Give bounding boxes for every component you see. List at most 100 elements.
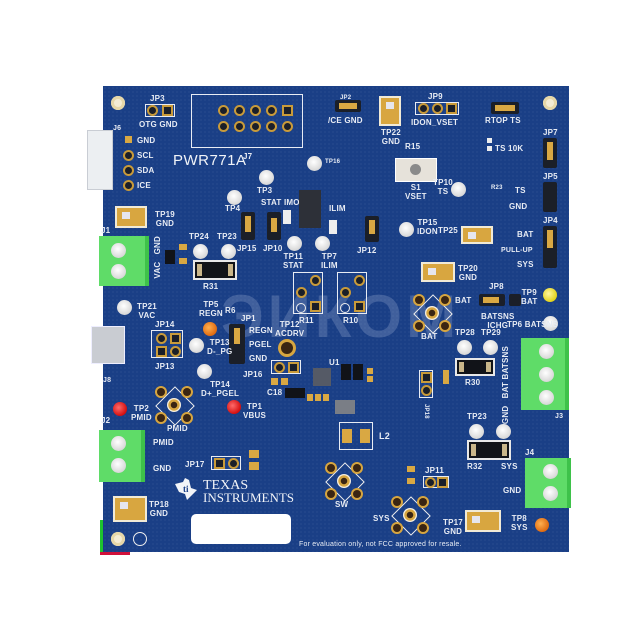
j1-pin-labels: VAC GND [153, 236, 162, 279]
j8-usb-connector[interactable] [91, 326, 125, 364]
tp2-pmid[interactable] [113, 402, 127, 416]
jp6-jumper[interactable] [491, 102, 519, 114]
tp17-gnd-pad[interactable] [465, 510, 501, 532]
u2-ic [299, 190, 321, 228]
tp25[interactable] [469, 424, 484, 439]
jp15-ref: JP15 [237, 244, 257, 253]
r10-potentiometer[interactable] [337, 272, 367, 314]
tp23[interactable] [221, 244, 236, 259]
jp16-ref: JP16 [243, 370, 263, 379]
tp15-idon[interactable] [399, 222, 414, 237]
r15-ref: R15 [405, 142, 421, 151]
tp6-batsns[interactable] [543, 316, 558, 331]
tp10-ts[interactable] [451, 182, 466, 197]
jp8-label-bat: BAT [455, 296, 472, 305]
tp4[interactable] [227, 190, 242, 205]
jp10-jumper[interactable] [267, 212, 281, 240]
j6-pin-gnd: GND [137, 136, 156, 145]
jp3-header[interactable] [145, 104, 175, 117]
jp12-jumper[interactable] [365, 216, 379, 242]
jp1-jumper[interactable] [229, 324, 245, 364]
jp4-jumper[interactable] [543, 226, 557, 268]
jp13-jp14-header[interactable] [151, 330, 183, 358]
stat-imon-label: STAT IMON [261, 198, 306, 207]
jp2-jumper[interactable] [335, 100, 361, 112]
jp11-header[interactable] [423, 476, 449, 488]
jp17-header[interactable] [211, 456, 241, 470]
j4-terminal-block[interactable] [525, 458, 571, 508]
tp12-acdrv[interactable] [281, 342, 293, 354]
tp18-gnd-pad[interactable] [113, 496, 147, 522]
rf-connector-pmid[interactable] [155, 386, 195, 426]
u1-charger-ic [313, 368, 331, 386]
fcc-disclaimer: For evaluation only, not FCC approved fo… [299, 541, 462, 548]
jp2-labels: /CE GND [328, 116, 363, 125]
tp29[interactable] [483, 340, 498, 355]
mounting-hole-top-right [543, 96, 557, 110]
tp19-gnd-pad[interactable] [115, 206, 147, 228]
j7-header[interactable] [191, 94, 303, 148]
l2-inductor [339, 422, 373, 450]
jp15-jumper[interactable] [241, 212, 255, 240]
jp10-ref: JP10 [263, 244, 283, 253]
r30-shunt [455, 358, 495, 376]
jp5-jumper[interactable] [543, 182, 557, 212]
j1-ref: J1 [101, 226, 111, 235]
tp11-stat[interactable] [287, 236, 302, 251]
rf-bat-label: BAT [421, 332, 438, 341]
tp7-ilim[interactable] [315, 236, 330, 251]
rf-sw-label: SW [335, 500, 349, 509]
tp24[interactable] [193, 244, 208, 259]
jp14-ref: JP14 [155, 320, 175, 329]
jp8-jumper[interactable] [479, 294, 505, 306]
jp4-label-bat: BAT [517, 230, 534, 239]
tp3[interactable] [259, 170, 274, 185]
jp8-ref: JP8 [489, 282, 504, 291]
jp11-ref: JP11 [425, 466, 445, 475]
tp22-gnd-pad[interactable] [379, 96, 401, 126]
board-part-number: PWR771A [173, 152, 247, 169]
rf-connector-sw[interactable] [325, 462, 365, 502]
s1-actuator [410, 164, 421, 175]
s1-pushbutton[interactable] [395, 158, 437, 182]
tp21-vac[interactable] [117, 300, 132, 315]
tp26-gnd-pad[interactable] [461, 226, 493, 244]
ti-brand-text: TEXAS INSTRUMENTS [203, 478, 295, 505]
jp-acdrv-header[interactable] [271, 360, 301, 374]
tp13-d-pg[interactable] [189, 338, 204, 353]
j1-terminal-block[interactable] [99, 236, 149, 286]
tp9-bat[interactable] [543, 288, 557, 302]
j6-connector[interactable] [87, 130, 113, 190]
tp14-d-pgel[interactable] [197, 364, 212, 379]
jp5-label-gnd: GND [509, 202, 528, 211]
tp20-gnd-pad[interactable] [421, 262, 455, 282]
j2-terminal-block[interactable] [99, 430, 145, 482]
j7-ref: J7 [243, 152, 253, 161]
rf-connector-bat[interactable] [413, 294, 453, 334]
j3-terminal-block[interactable] [521, 338, 569, 410]
mounting-hole-top-left [111, 96, 125, 110]
j2-ref: J2 [101, 416, 111, 425]
tp8-sys[interactable] [535, 518, 549, 532]
tp16[interactable] [307, 156, 322, 171]
jp7-jumper[interactable] [543, 138, 557, 168]
jp18-header[interactable] [419, 370, 433, 398]
rf-connector-sys[interactable] [391, 496, 431, 536]
tp28[interactable] [457, 340, 472, 355]
tp1-vbus[interactable] [227, 400, 241, 414]
jp9-header[interactable] [415, 102, 459, 115]
tp28-sys[interactable] [496, 424, 511, 439]
r11-potentiometer[interactable] [293, 272, 323, 314]
sys-label: SYS [501, 462, 518, 471]
tp5-regn[interactable] [203, 322, 217, 336]
mounting-hole-bottom-left [111, 532, 125, 546]
